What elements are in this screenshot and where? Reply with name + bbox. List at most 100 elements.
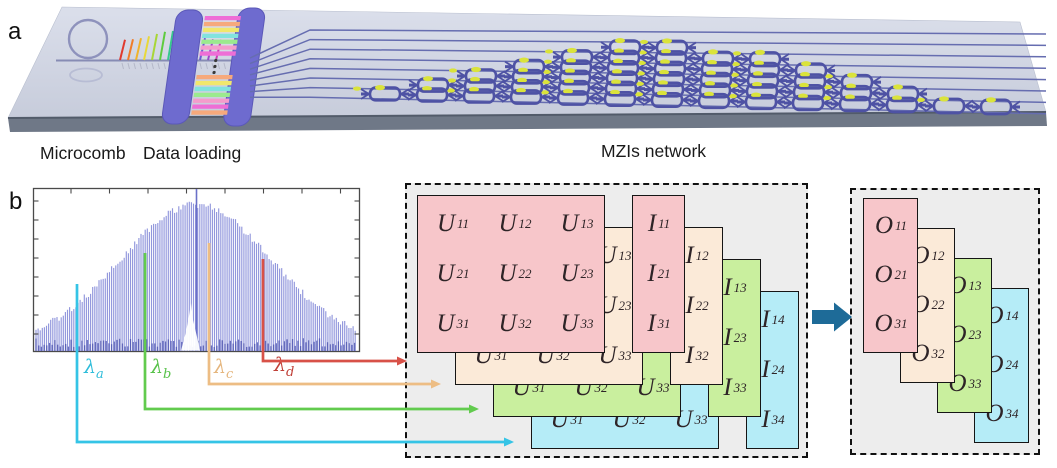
matrix-letter: I xyxy=(723,324,732,351)
matrix-subscript: 11 xyxy=(658,216,671,231)
phase-shifter-icon xyxy=(917,97,925,103)
mzi-unit xyxy=(598,58,648,76)
matrix-subscript: 23 xyxy=(618,298,632,313)
phase-shifter-icon xyxy=(635,92,643,97)
mzi-unit xyxy=(596,79,646,97)
mzi-unit xyxy=(448,76,505,94)
mzi-unit xyxy=(542,78,599,96)
phase-shifter-icon xyxy=(799,82,809,88)
phase-shifter-icon xyxy=(518,67,528,73)
mzi-unit xyxy=(692,59,742,78)
phase-shifter-icon xyxy=(659,69,669,75)
matrix-subscript: 33 xyxy=(694,412,708,427)
phase-shifter-icon xyxy=(751,92,761,98)
microring-icon xyxy=(67,18,109,83)
matrix-letter: I xyxy=(647,260,656,287)
phase-shifter-icon xyxy=(637,71,645,76)
mzi-unit xyxy=(595,89,645,107)
mzi-unit xyxy=(544,58,601,76)
matrix-subscript: 22 xyxy=(695,298,709,313)
matrix-letter: U xyxy=(436,260,455,287)
mzi-unit xyxy=(636,80,693,98)
matrix-letter: I xyxy=(723,274,732,301)
matrix-subscript: 23 xyxy=(733,330,747,345)
phase-shifter-icon xyxy=(422,85,432,92)
phase-shifter-icon xyxy=(731,72,739,77)
matrix-subscript: 22 xyxy=(931,297,945,312)
mzi-unit xyxy=(503,67,553,85)
mzi-unit xyxy=(543,68,600,86)
phase-shifter-icon xyxy=(516,87,526,94)
mzi-unit xyxy=(639,48,696,67)
matrix-subscript: 21 xyxy=(894,267,908,282)
matrix-subscript: 24 xyxy=(1005,357,1019,372)
mzi-unit xyxy=(599,48,649,66)
phase-shifter-icon xyxy=(708,49,718,55)
phase-shifter-icon xyxy=(729,94,737,99)
mzi-unit xyxy=(733,49,790,68)
phase-shifter-icon xyxy=(657,90,667,96)
matrix-letter: I xyxy=(723,374,732,401)
mzi-unit xyxy=(732,60,789,79)
matrix-subscript: 12 xyxy=(518,216,532,231)
phase-shifter-icon xyxy=(662,38,672,44)
phase-shifter-icon xyxy=(704,91,714,97)
mzi-unit xyxy=(691,70,741,88)
phase-shifter-icon xyxy=(752,81,762,88)
mzi-unit xyxy=(447,86,504,104)
matrix-subscript: 33 xyxy=(733,380,747,395)
phase-shifter-icon xyxy=(542,80,550,85)
phase-shifter-icon xyxy=(798,93,808,99)
matrix-letter: U xyxy=(436,310,455,337)
matrix-subscript: 13 xyxy=(733,280,747,295)
phase-shifter-icon xyxy=(893,84,903,90)
mzi-unit xyxy=(408,76,458,93)
phase-shifter-icon xyxy=(661,48,671,55)
mzi-unit xyxy=(545,47,602,66)
phase-shifter-icon xyxy=(544,59,552,64)
phase-shifter-icon xyxy=(847,72,857,78)
phase-shifter-icon xyxy=(658,80,668,86)
matrix-subscript: 24 xyxy=(771,362,785,377)
mzi-unit xyxy=(730,81,787,100)
matrix-letter: I xyxy=(761,406,770,433)
mzi-unit xyxy=(501,87,551,105)
matrix-subscript: 21 xyxy=(456,266,470,281)
matrix-letter: I xyxy=(761,356,770,383)
phase-shifter-icon xyxy=(564,78,574,84)
matrix-letter: I xyxy=(761,306,770,333)
matrix-letter: I xyxy=(647,210,657,237)
mzi-unit xyxy=(693,49,743,67)
phase-shifter-icon xyxy=(845,94,855,100)
matrix-subscript: 13 xyxy=(580,216,594,231)
matrix-letter: U xyxy=(560,210,579,237)
phase-shifter-icon xyxy=(636,81,644,86)
phase-shifter-icon xyxy=(638,60,646,65)
mzi-unit xyxy=(689,91,739,110)
matrix-letter: O xyxy=(874,310,893,337)
mzi-unit xyxy=(635,90,692,109)
mzi-unit xyxy=(407,85,457,103)
matrix-subscript: 21 xyxy=(657,266,671,281)
matrix-subscript: 13 xyxy=(968,278,982,293)
mzi-unit xyxy=(502,77,552,95)
phase-shifter-icon xyxy=(615,37,625,44)
phase-shifter-icon xyxy=(447,88,455,93)
matrix-subscript: 11 xyxy=(457,216,470,231)
mzi-unit xyxy=(823,94,880,113)
wavelength-stripes xyxy=(191,16,241,115)
